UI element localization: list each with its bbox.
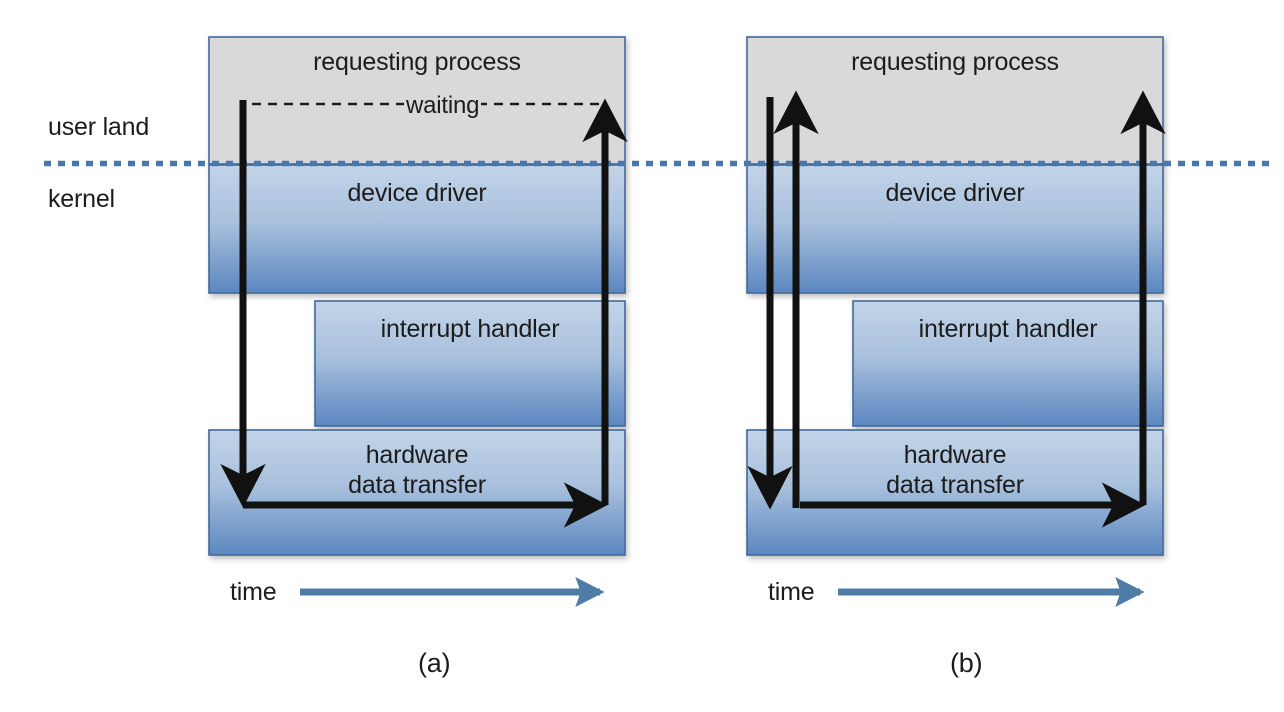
panel-a-flow-arrows [220,98,628,528]
box-device-driver-b [746,164,1164,294]
label-kernel: kernel [48,185,115,213]
label-device-driver-b: device driver [885,179,1025,207]
label-time-b: time [768,578,815,606]
box-hardware-data-transfer-b [746,429,1164,556]
label-requesting-process-a: requesting process [313,48,521,76]
label-hardware-data-transfer-a: hardware data transfer [348,441,486,499]
label-device-driver-a: device driver [347,179,487,207]
box-interrupt-handler-a [314,300,626,427]
panel-a-boxes [208,36,626,556]
box-device-driver-a [208,164,626,294]
panel-b-flow-arrows [747,90,1166,528]
panel-b-boxes [746,36,1164,556]
label-interrupt-handler-b: interrupt handler [918,315,1098,343]
caption-panel-a: (a) [418,648,451,678]
label-hardware-data-transfer-b: hardware data transfer [886,441,1024,499]
label-user-land: user land [48,113,150,141]
label-waiting-a: waiting [404,92,482,120]
caption-panel-b: (b) [950,648,983,678]
label-interrupt-handler-a: interrupt handler [380,315,560,343]
label-time-a: time [230,578,277,606]
box-interrupt-handler-b [852,300,1164,427]
label-requesting-process-b: requesting process [851,48,1059,76]
box-hardware-data-transfer-a [208,429,626,556]
